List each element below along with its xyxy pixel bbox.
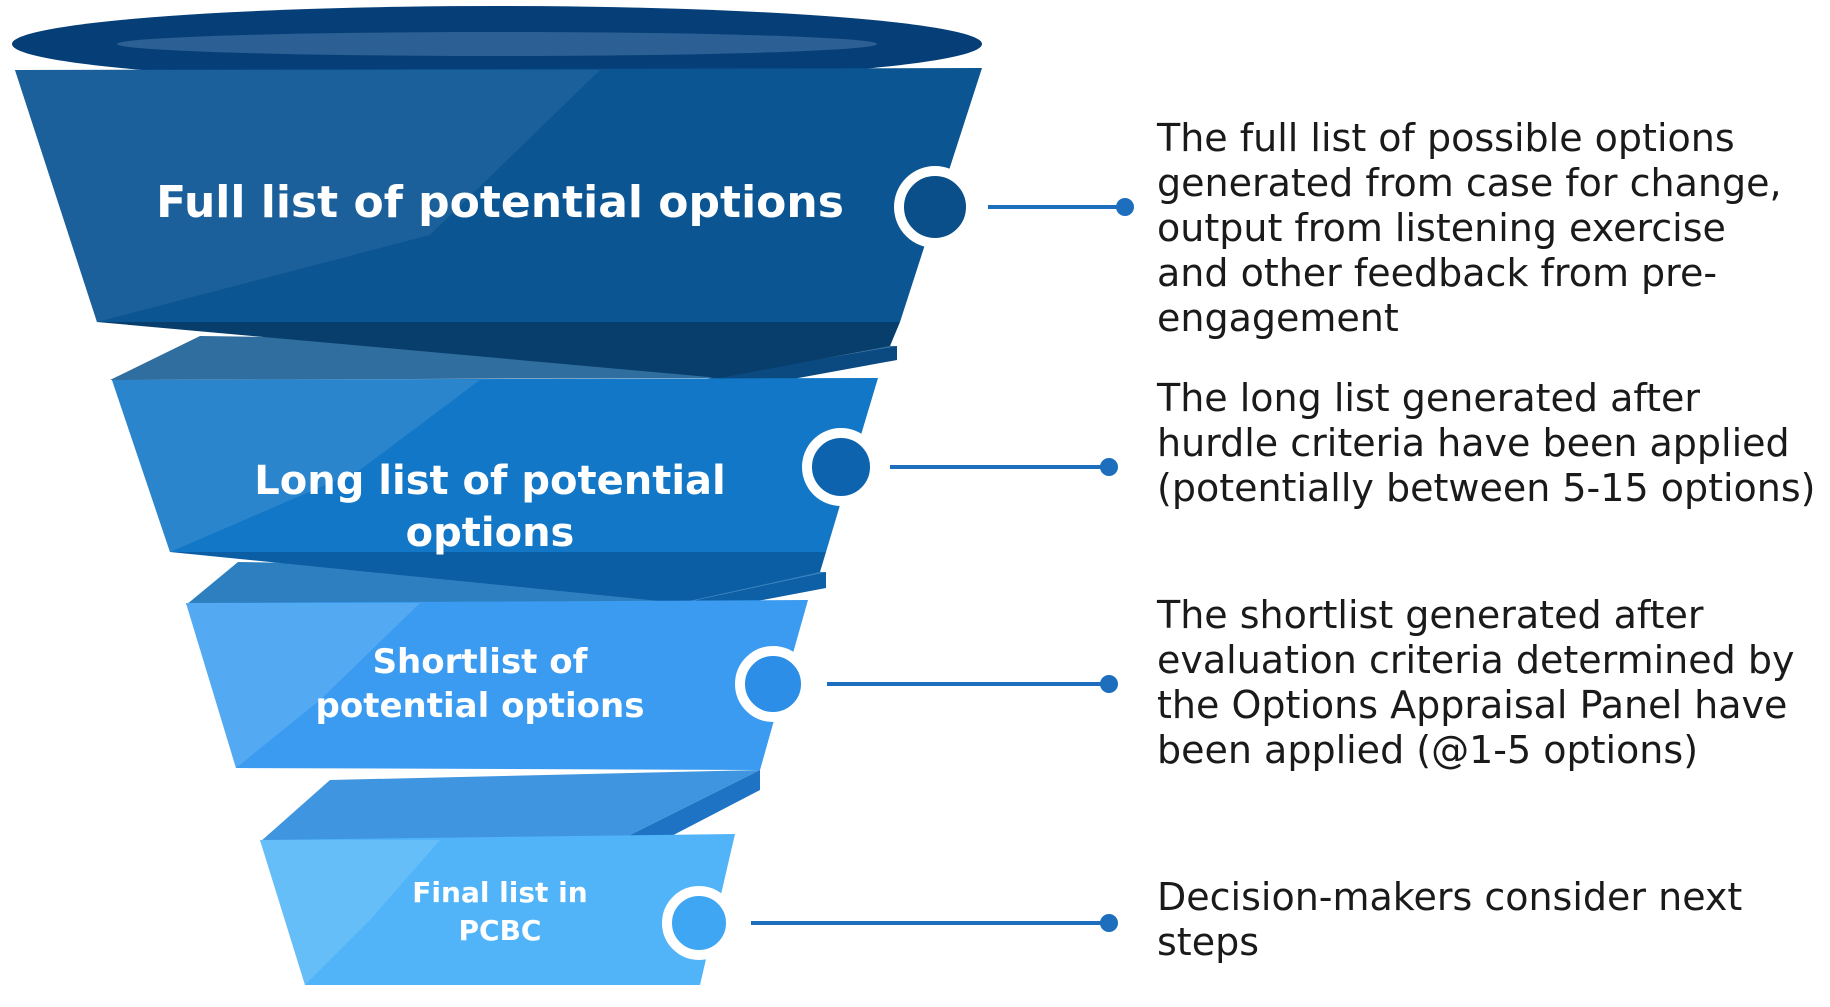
fold-3-4 xyxy=(260,770,760,842)
stage-1-highlight xyxy=(15,70,600,322)
stage-3-highlight xyxy=(186,603,420,768)
stage-4-description: Decision-makers consider next steps xyxy=(1157,875,1743,964)
stage-4-connector-knob xyxy=(662,886,736,960)
stage-4-connector-dot xyxy=(1100,914,1118,932)
stage-1-label: Full list of potential options xyxy=(156,177,844,228)
stage-1-connector-knob xyxy=(894,166,976,248)
stage-1-connector-dot xyxy=(1116,198,1134,216)
stage-1-description: The full list of possible options genera… xyxy=(1157,116,1782,340)
funnel-rim-inner xyxy=(117,32,877,56)
stage-1-shadow xyxy=(97,322,900,378)
stage-3-connector-knob xyxy=(735,646,811,722)
stage-2-shadow xyxy=(170,552,826,603)
stage-4-highlight xyxy=(260,840,440,985)
fold-3-4-shadow xyxy=(620,770,760,842)
stage-2-label: Long list of potential options xyxy=(254,458,726,556)
stage-3-label: Shortlist of potential options xyxy=(315,642,645,726)
stage-4-label: Final list in PCBC xyxy=(412,876,588,947)
stage-3-description: The shortlist generated after evaluation… xyxy=(1157,593,1795,772)
stage-2-connector-knob xyxy=(802,428,880,506)
stage-3-connector-dot xyxy=(1100,675,1118,693)
stage-2-description: The long list generated after hurdle cri… xyxy=(1157,376,1816,510)
stage-2-highlight xyxy=(112,380,480,552)
fold-1-2-shadow xyxy=(707,346,897,385)
fold-2-3-shadow xyxy=(682,572,826,608)
stage-2-connector-dot xyxy=(1100,458,1118,476)
